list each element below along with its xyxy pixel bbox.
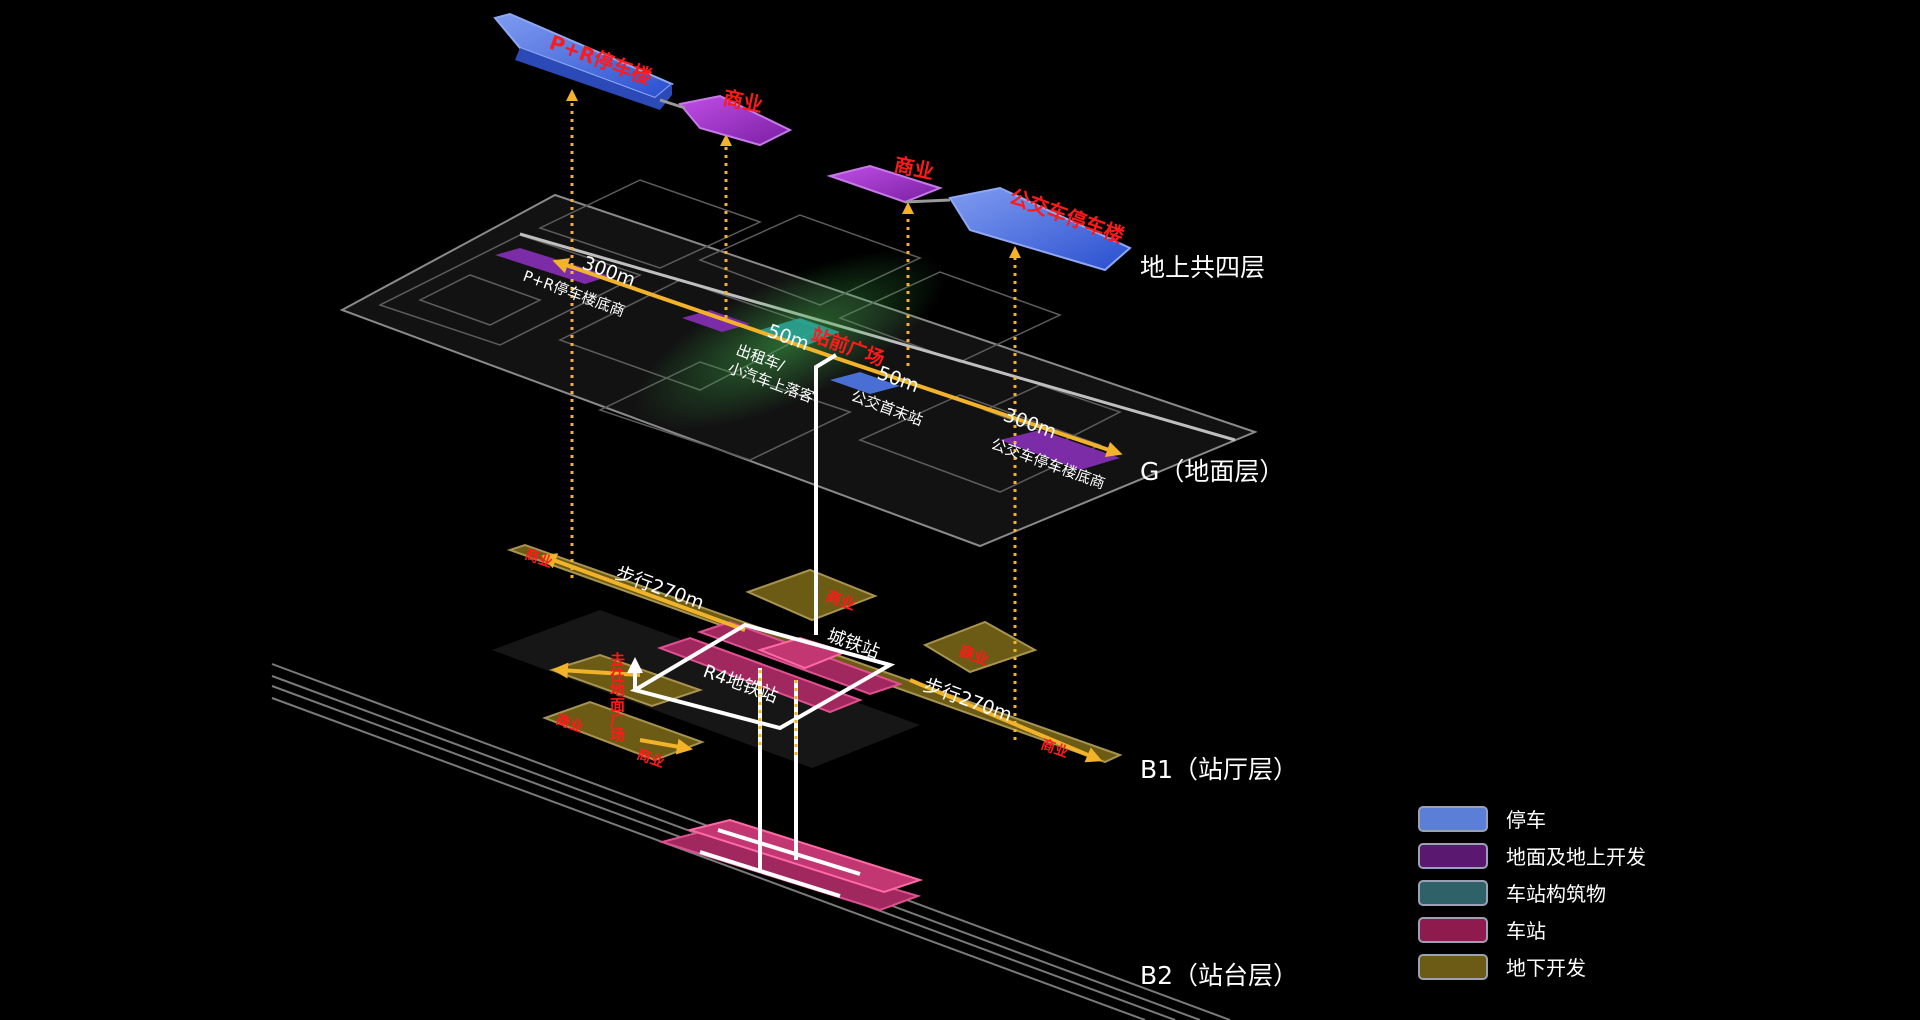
b2-platform <box>658 818 924 912</box>
level-b1-label: B1（站厅层） <box>1140 755 1298 784</box>
legend-label: 停车 <box>1506 808 1546 832</box>
dotted-risers <box>566 89 1021 755</box>
legend-swatch <box>1418 805 1488 832</box>
legend-label: 地面及地上开发 <box>1506 845 1646 869</box>
legend-item: 地下开发 <box>1418 948 1646 985</box>
level-b2-label: B2（站台层） <box>1140 961 1298 990</box>
to-plaza-label: 去往地面广场 <box>608 651 626 743</box>
legend-item: 车站构筑物 <box>1418 874 1646 911</box>
legend: 停车地面及地上开发车站构筑物车站地下开发 <box>1418 800 1646 985</box>
legend-swatch <box>1418 916 1488 943</box>
level-above-label: 地上共四层 <box>1140 253 1265 282</box>
vertical-connections <box>627 353 896 870</box>
b1-concourse <box>492 543 1123 768</box>
legend-label: 车站 <box>1506 919 1546 943</box>
legend-label: 车站构筑物 <box>1506 882 1606 906</box>
legend-item: 地面及地上开发 <box>1418 837 1646 874</box>
legend-item: 停车 <box>1418 800 1646 837</box>
legend-swatch <box>1418 879 1488 906</box>
ground-walk-route <box>552 258 1123 458</box>
b1-walk-routes <box>540 553 1103 763</box>
legend-swatch <box>1418 953 1488 980</box>
legend-label: 地下开发 <box>1506 956 1586 980</box>
ground-plane <box>339 179 1258 548</box>
commerce-label-1: 商业 <box>523 546 555 572</box>
legend-item: 车站 <box>1418 911 1646 948</box>
level-ground-label: G（地面层） <box>1140 457 1284 486</box>
upper-buildings <box>493 12 1132 272</box>
legend-swatch <box>1418 842 1488 869</box>
